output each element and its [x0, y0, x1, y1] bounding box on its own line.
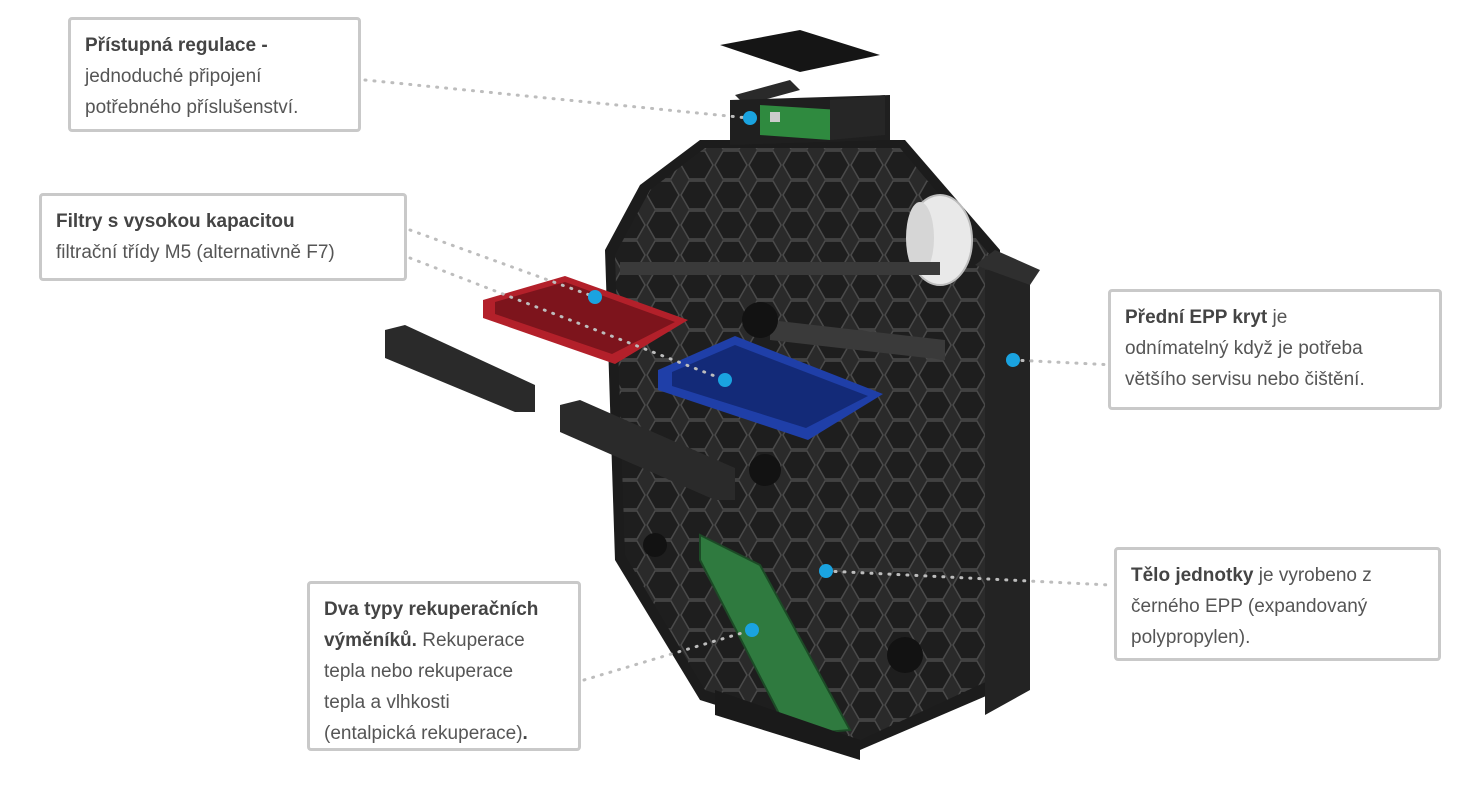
leader-telo [824, 569, 1112, 587]
callout-telo-line2: polypropylen). [1131, 627, 1251, 648]
callout-filtry: Filtry s vysokou kapacitou filtrační tří… [39, 193, 407, 281]
regulation-module [720, 30, 890, 145]
callout-kryt-line1: odnímatelný když je potřeba [1125, 338, 1363, 359]
unit-body [605, 140, 1040, 750]
callout-vymeniky-rest: Rekuperace [416, 630, 525, 651]
callout-kryt-rest: je [1267, 307, 1288, 328]
callout-vymeniky-last: (entalpická rekuperace) [324, 723, 523, 744]
callout-regulace-title: Přístupná regulace - [85, 35, 268, 56]
callout-kryt: Přední EPP kryt je odnímatelný když je p… [1108, 289, 1442, 410]
leader-vymeniky [582, 628, 754, 682]
marker-regulace [743, 111, 757, 125]
leader-filtry-1 [408, 228, 597, 299]
filter-cover-right [560, 400, 735, 500]
callout-kryt-line2: většího servisu nebo čištění. [1125, 369, 1365, 390]
callout-telo-rest: je vyrobeno z [1253, 565, 1372, 586]
marker-filtry-blue [718, 373, 732, 387]
callout-filtry-title: Filtry s vysokou kapacitou [56, 211, 295, 232]
callout-regulace-line1: jednoduché připojení [85, 66, 262, 87]
leader-filtry-2 [408, 256, 727, 382]
callout-telo-line1: černého EPP (expandovaný [1131, 596, 1368, 617]
front-epp-cover [985, 270, 1030, 715]
callout-vymeniky-line1: tepla nebo rekuperace [324, 661, 514, 682]
callout-regulace-line2: potřebného příslušenství. [85, 97, 299, 118]
callout-kryt-title: Přední EPP kryt [1125, 307, 1268, 328]
callout-telo-title: Tělo jednotky [1131, 565, 1254, 586]
filter-red [483, 276, 688, 364]
callout-filtry-line1: filtrační třídy M5 (alternativně F7) [56, 242, 335, 263]
leader-regulace [363, 78, 750, 120]
marker-vymeniky [745, 623, 759, 637]
filter-blue [658, 336, 883, 440]
callout-vymeniky-last-dot: . [522, 723, 528, 744]
marker-kryt [1006, 353, 1020, 367]
callout-telo: Tělo jednotky je vyrobeno z černého EPP … [1114, 547, 1441, 661]
callout-vymeniky-title2: výměníků. [324, 630, 417, 651]
filter-cover-left [385, 325, 535, 412]
callout-vymeniky-line2: tepla a vlhkosti [324, 692, 450, 713]
callout-vymeniky: Dva typy rekuperačních výměníků. Rekuper… [307, 581, 581, 751]
marker-filtry-red [588, 290, 602, 304]
callout-regulace: Přístupná regulace - jednoduché připojen… [68, 17, 361, 132]
callout-vymeniky-title1: Dva typy rekuperačních [324, 599, 539, 620]
marker-telo [819, 564, 833, 578]
